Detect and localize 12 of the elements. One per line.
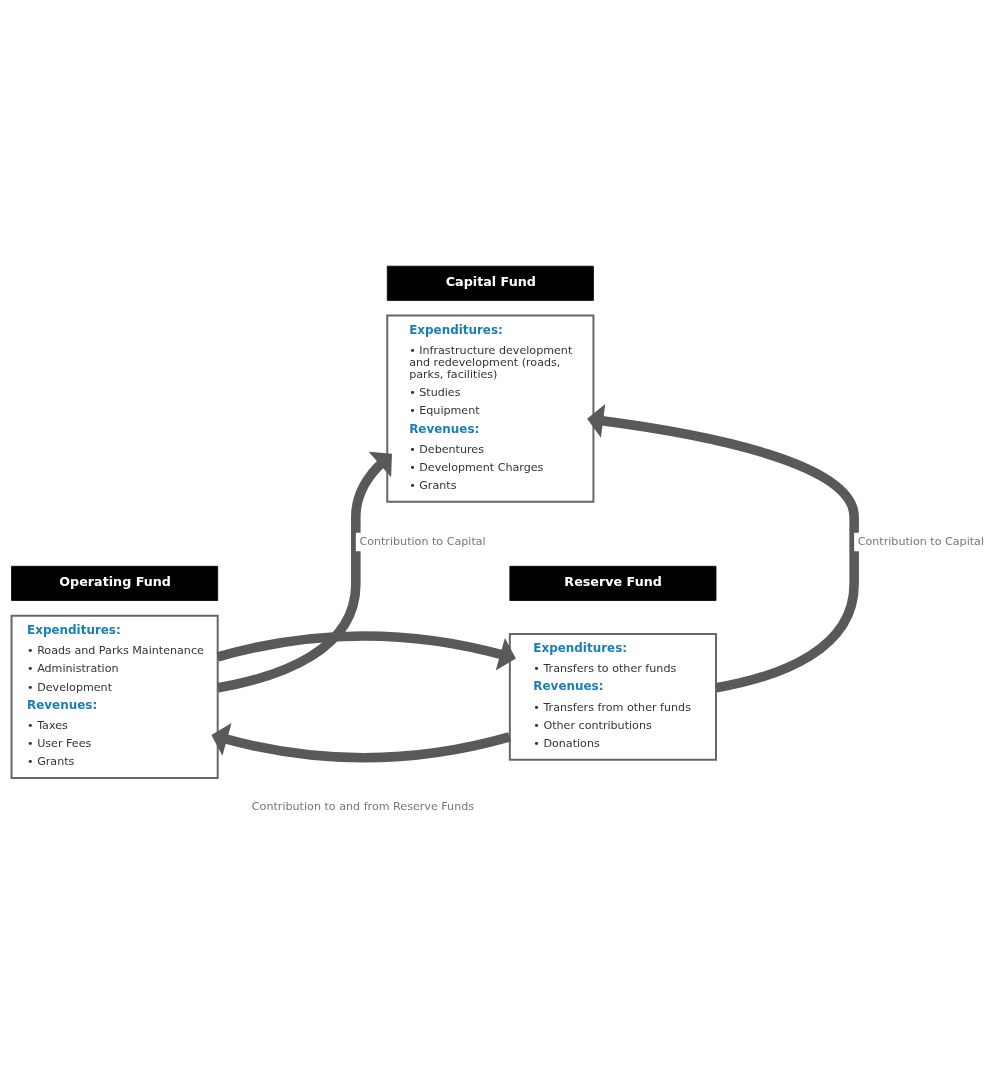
node-box: Reserve Fund <box>509 565 717 601</box>
node-box: Expenditures: • Roads and Parks Maintenance • Administration • Development Revenues: • Taxes • User Fees • Grants <box>10 614 219 779</box>
node-box: Operating Fund <box>11 565 219 601</box>
arrow <box>587 403 859 692</box>
arrow <box>217 451 392 692</box>
edge-label: Contribution to Capital <box>359 534 486 548</box>
edge-label: Contribution to Capital <box>857 534 985 548</box>
label: Contribution to and from Reserve Funds <box>251 799 475 813</box>
node-box: Expenditures: • Transfers to other funds Revenues: • Transfers from other funds • Other contributions • Donations <box>508 632 717 761</box>
node-box: Capital Fund <box>386 265 594 301</box>
arrow <box>211 722 511 762</box>
node-box: Expenditures: • Infrastructure development and redevelopment (roads, parks, facilities) • Studies • Equipment Revenues: • Debentures • Development Charges • Grants <box>386 314 595 503</box>
